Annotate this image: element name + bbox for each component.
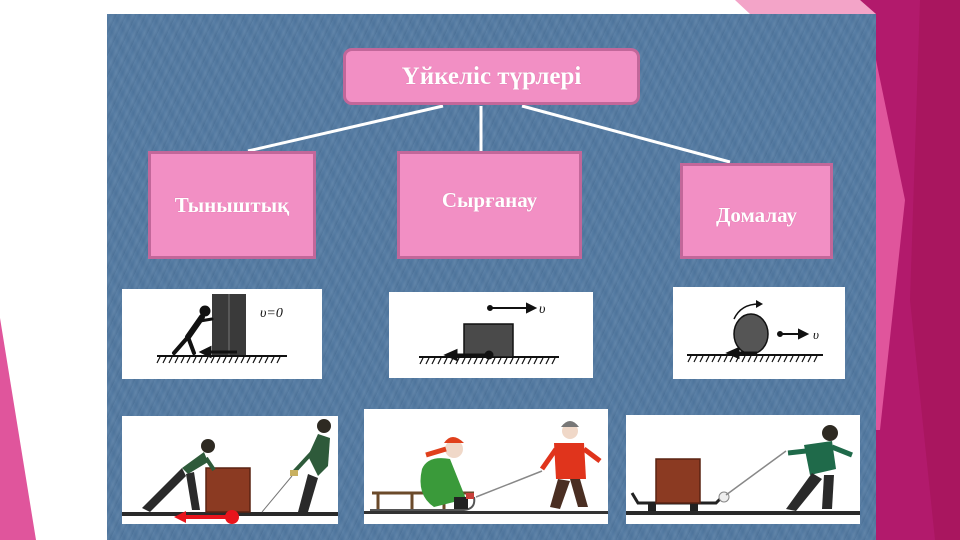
node-rolling-friction: Домалау <box>680 163 833 259</box>
friction-arrow-icon <box>198 345 237 359</box>
static-friction-schematic: υ=0 <box>122 289 322 379</box>
rolling-friction-schematic: υ <box>673 287 845 379</box>
pulling-man-icon <box>786 425 853 511</box>
friction-arrow-icon <box>725 346 757 360</box>
root-node-label: Үйкеліс түрлері <box>401 62 582 90</box>
sliding-friction-schematic: υ <box>389 292 593 378</box>
sitting-child-icon <box>420 437 474 509</box>
node-label: Домалау <box>715 202 798 227</box>
wheeled-cart-icon <box>630 458 730 511</box>
wooden-crate-icon <box>655 458 701 504</box>
right-pink-facet <box>876 60 905 430</box>
velocity-label: υ=0 <box>260 306 283 321</box>
ground-hatch-icon <box>687 354 823 363</box>
sliding-friction-illustration-sled <box>364 409 608 524</box>
ground-hatch-icon <box>156 355 287 364</box>
right-dark-facet <box>910 0 960 540</box>
node-sliding-friction: Сырғанау <box>397 151 582 259</box>
velocity-label: υ <box>813 327 819 342</box>
walking-boy-icon <box>539 421 602 509</box>
tow-rope <box>725 450 787 496</box>
velocity-arrow-icon <box>487 302 538 314</box>
friction-arrow-icon <box>443 348 494 362</box>
pulling-man-icon <box>261 419 331 513</box>
friction-force-arrow-icon <box>174 510 239 524</box>
root-node-friction-types: Үйкеліс түрлері <box>343 48 640 105</box>
ground-line <box>364 511 608 514</box>
left-pink-triangle <box>0 318 36 540</box>
node-label: Сырғанау <box>441 187 538 212</box>
static-friction-illustration-box-push <box>122 416 338 524</box>
tow-rope <box>475 470 543 498</box>
pushing-boy-icon <box>142 439 216 512</box>
floor-line <box>626 511 860 515</box>
wooden-crate-icon <box>205 467 251 513</box>
node-label: Тыныштық <box>174 192 290 217</box>
top-light-pink-band <box>735 0 880 14</box>
velocity-label: υ <box>539 302 545 317</box>
rolling-friction-illustration-cart <box>626 415 860 524</box>
velocity-arrow-icon <box>777 328 810 340</box>
node-static-friction: Тыныштық <box>148 151 316 259</box>
pushing-person-icon <box>172 305 214 355</box>
